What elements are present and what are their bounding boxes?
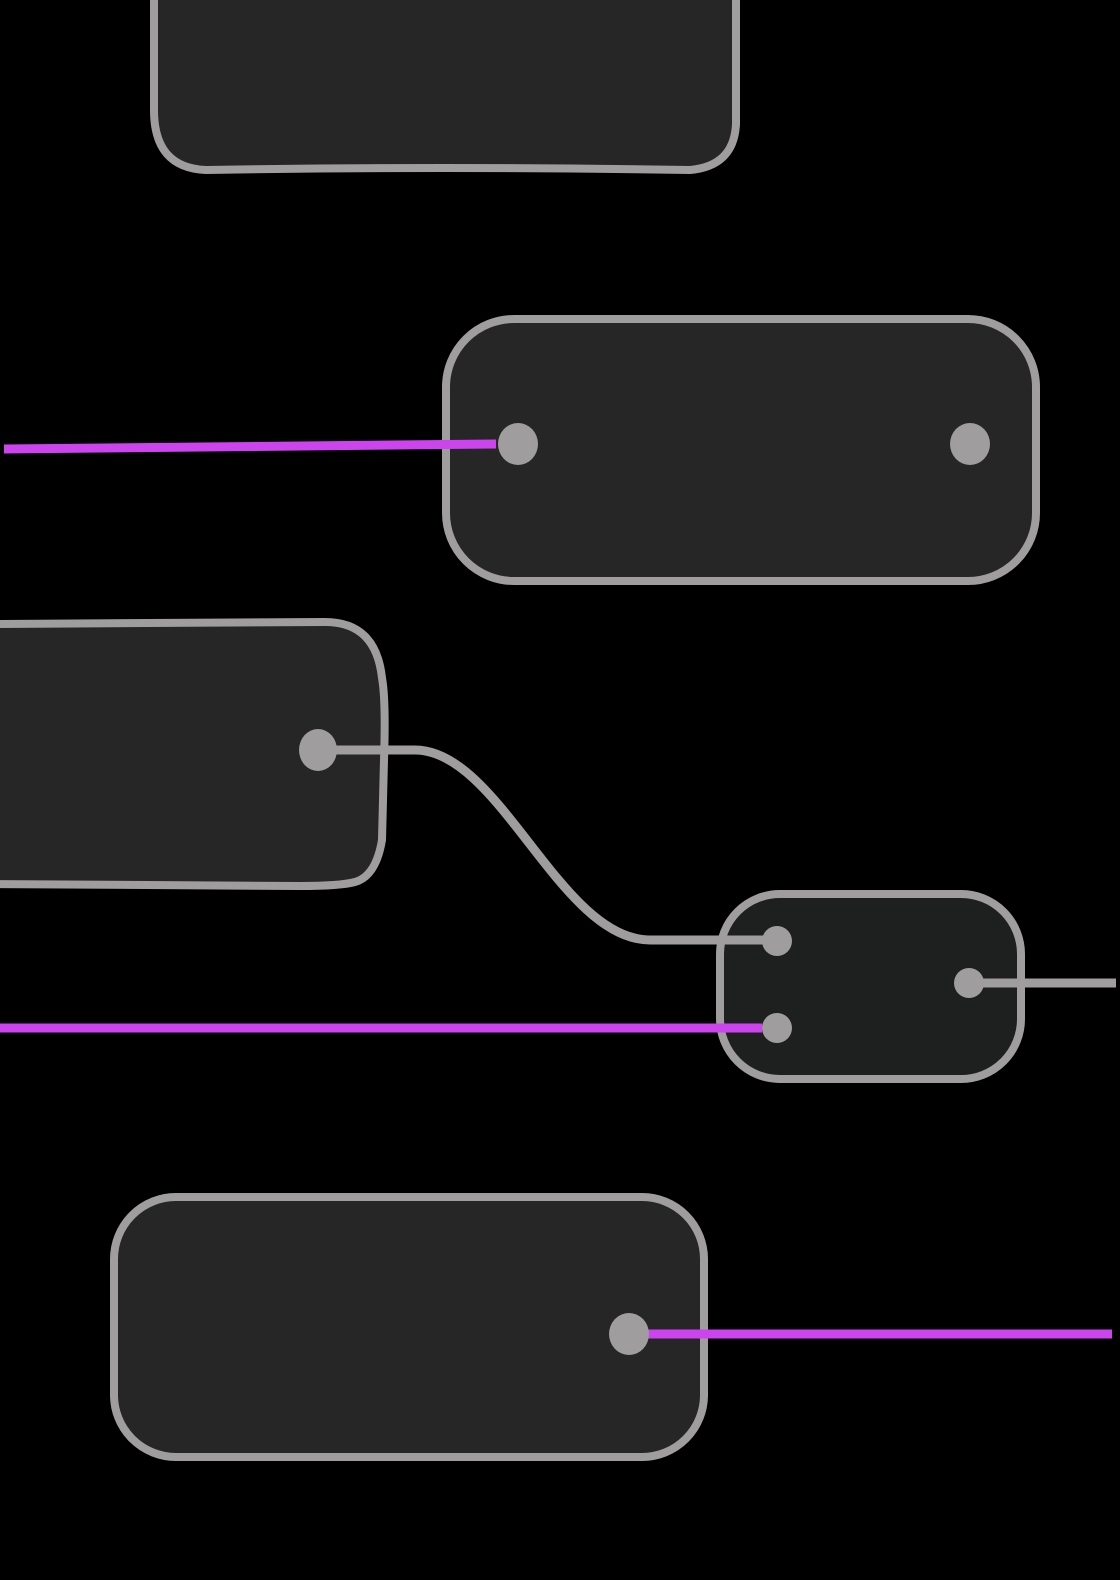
node-small-right-output-port[interactable] (954, 968, 984, 998)
node-upper-right-output-port[interactable] (950, 423, 990, 465)
wire-middle-left-to-small-right[interactable] (334, 745, 766, 945)
node-upper-right[interactable] (442, 315, 1040, 585)
wire-offscreen-to-upper-right[interactable] (3, 439, 497, 454)
node-top[interactable] (150, 0, 740, 175)
node-bottom-output-port[interactable] (609, 1313, 649, 1355)
node-middle-left[interactable] (0, 617, 389, 891)
node-small-right-input-port-2[interactable] (762, 1013, 792, 1043)
node-middle-left-output-port[interactable] (299, 729, 337, 771)
node-small-right-input-port-1[interactable] (762, 926, 792, 956)
node-upper-right-input-port[interactable] (498, 423, 538, 465)
node-bottom[interactable] (110, 1193, 708, 1461)
